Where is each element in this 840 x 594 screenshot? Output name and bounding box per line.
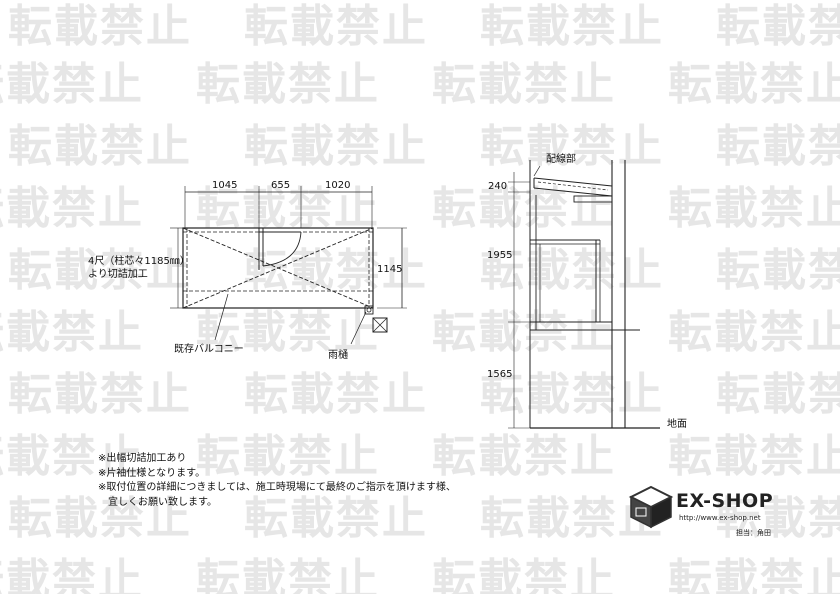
watermark-text: 転載禁止 xyxy=(716,245,840,296)
label-ground: 地面 xyxy=(667,417,687,430)
watermark-text: 転載禁止 xyxy=(244,121,428,172)
plan-dim-right: 1145 xyxy=(377,264,402,275)
elev-dim-1955: 1955 xyxy=(487,250,512,261)
watermark-text: 転載禁止 xyxy=(668,183,840,234)
elev-dim-240: 240 xyxy=(488,181,507,192)
note-line-3: ※取付位置の詳細につきましては、施工時現場にて最終のご指示を頂けます様、 xyxy=(98,482,456,493)
watermark-text: 転載禁止 xyxy=(480,369,664,420)
note-line-1: ※出幅切詰加工あり xyxy=(98,453,187,464)
watermark-text: 転載禁止 xyxy=(432,431,616,482)
watermark-text: 転載禁止 xyxy=(8,493,192,544)
elevation-view xyxy=(508,160,660,429)
watermark-text: 転載禁止 xyxy=(432,183,616,234)
watermark-text: 転載禁止 xyxy=(432,59,616,110)
plan-view xyxy=(170,186,407,345)
watermark-text: 転載禁止 xyxy=(0,183,144,234)
watermark-text: 転載禁止 xyxy=(196,555,380,594)
note-line-2: ※片袖仕様となります。 xyxy=(98,467,206,479)
brand-url[interactable]: http://www.ex-shop.net xyxy=(679,514,761,522)
elev-dim-1565: 1565 xyxy=(487,369,512,380)
watermark-text: 転載禁止 xyxy=(432,555,616,594)
label-wiring: 配線部 xyxy=(546,152,576,165)
watermark-text: 転載禁止 xyxy=(668,307,840,358)
watermark-text: 転載禁止 xyxy=(196,307,380,358)
watermark-text: 転載禁止 xyxy=(668,555,840,594)
label-gutter: 雨樋 xyxy=(328,348,348,361)
watermark-text: 転載禁止 xyxy=(244,1,428,52)
watermark-text: 転載禁止 xyxy=(480,1,664,52)
watermark-text: 転載禁止 xyxy=(716,493,840,544)
watermark-text: 転載禁止 xyxy=(480,245,664,296)
watermark-text: 転載禁止 xyxy=(716,369,840,420)
watermark-text: 転載禁止 xyxy=(716,121,840,172)
plan-cut-note-line2: より切詰加工 xyxy=(88,267,148,280)
watermark-text: 転載禁止 xyxy=(716,1,840,52)
watermark-text: 転載禁止 xyxy=(432,307,616,358)
watermark-text: 転載禁止 xyxy=(8,1,192,52)
notes-block: ※出幅切詰加工あり ※片袖仕様となります。 ※取付位置の詳細につきましては、施工… xyxy=(98,452,456,510)
watermark-text: 転載禁止 xyxy=(668,59,840,110)
watermark-text: 転載禁止 xyxy=(8,245,192,296)
label-existing-balcony: 既存バルコニー xyxy=(174,342,244,355)
brand-block: EX-SHOP http://www.ex-shop.net 担当：角田 xyxy=(626,484,786,546)
watermark-text: 転載禁止 xyxy=(244,369,428,420)
watermark-text: 転載禁止 xyxy=(8,121,192,172)
watermark-text: 転載禁止 xyxy=(0,59,144,110)
watermark-text: 転載禁止 xyxy=(244,493,428,544)
watermark-text: 転載禁止 xyxy=(0,555,144,594)
watermark-text: 転載禁止 xyxy=(8,369,192,420)
watermark-text: 転載禁止 xyxy=(668,431,840,482)
cube-logo-icon xyxy=(628,485,674,529)
staff-label: 担当：角田 xyxy=(736,529,771,537)
watermark-text: 転載禁止 xyxy=(196,431,380,482)
plan-cut-note-line1: 4尺（柱芯々1185㎜） xyxy=(88,254,190,267)
plan-dim-1: 1045 xyxy=(212,180,237,191)
plan-dim-2: 655 xyxy=(271,180,290,191)
note-line-4: 宜しくお願い致します。 xyxy=(108,496,217,508)
watermark-text: 転載禁止 xyxy=(0,431,144,482)
watermark-text: 転載禁止 xyxy=(196,183,380,234)
watermark-text: 転載禁止 xyxy=(480,121,664,172)
watermark-text: 転載禁止 xyxy=(244,245,428,296)
plan-dim-3: 1020 xyxy=(325,180,350,191)
brand-name: EX-SHOP xyxy=(676,490,774,512)
watermark-text: 転載禁止 xyxy=(0,307,144,358)
watermark-text: 転載禁止 xyxy=(196,59,380,110)
